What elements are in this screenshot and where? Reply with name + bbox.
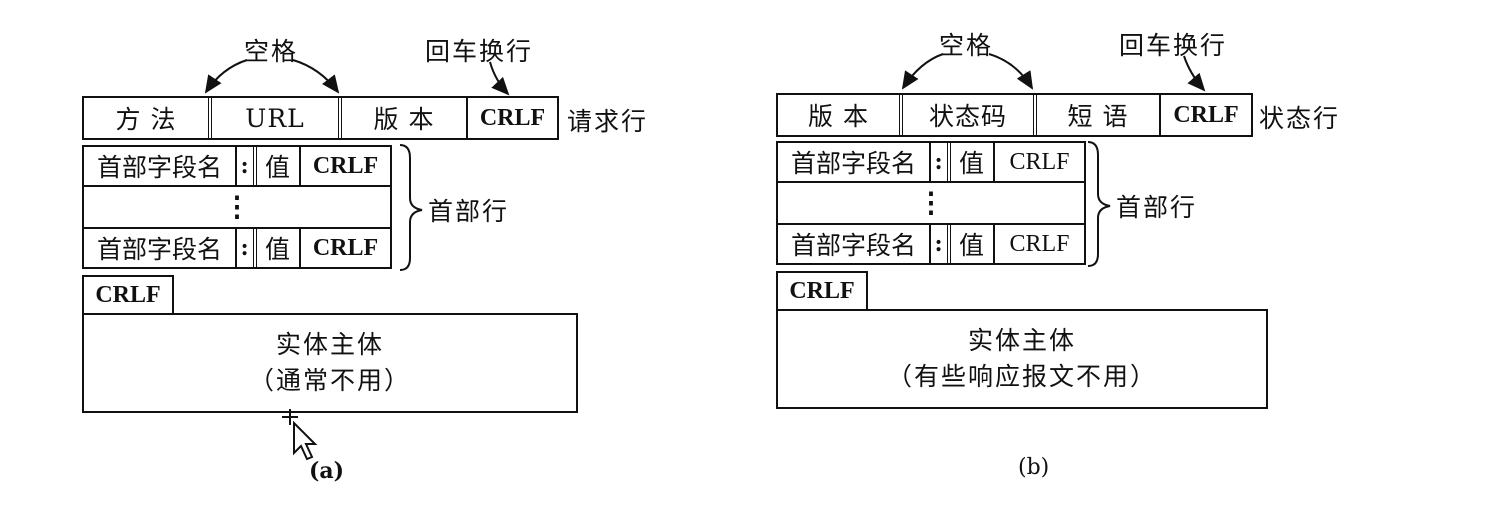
- crlf-arrow: [1183, 55, 1206, 92]
- header-crlf-cell: CRLF: [312, 152, 379, 179]
- header-line-row: 首部字段名 : 值 CRLF: [776, 141, 1086, 183]
- pointer-arrows: [204, 59, 510, 271]
- header-ellipsis-row: ⋮: [776, 181, 1086, 225]
- status-code-cell: 状态码: [903, 95, 1037, 135]
- pointer-arrows: [901, 53, 1206, 267]
- blank-line-crlf-cell: CRLF: [789, 277, 855, 304]
- header-lines-label: 首部行: [428, 197, 510, 226]
- response-message-diagram: 空格 回车换行 版 本 状态码 短 语 CRLF 状态行 首部字段名 : 值 C…: [700, 0, 1489, 507]
- mouse-pointer-icon: [282, 409, 318, 461]
- header-ellipsis-row: ⋮: [82, 185, 392, 229]
- entity-body-title: 实体主体: [275, 330, 384, 359]
- header-value-cell: 值: [951, 143, 995, 181]
- header-field-name-cell: 首部字段名: [84, 147, 237, 185]
- space-arrow-left: [204, 59, 248, 94]
- request-message-diagram: 空格 回车换行 方 法 URL 版 本 CRLF 请求行 首部字段名 : 值 C…: [0, 0, 700, 507]
- space-label: 空格: [244, 37, 299, 66]
- phrase-cell: 短 语: [1037, 95, 1161, 135]
- header-field-name-cell: 首部字段名: [778, 143, 931, 181]
- status-line-label: 状态行: [1259, 104, 1341, 133]
- vertical-ellipsis: ⋮: [917, 186, 945, 219]
- entity-body-box: 实体主体 （通常不用）: [82, 313, 578, 413]
- blank-line-row: CRLF: [776, 271, 868, 311]
- header-value-cell: 值: [951, 225, 995, 263]
- header-line-row: 首部字段名 : 值 CRLF: [82, 227, 392, 269]
- request-line-row: 方 法 URL 版 本 CRLF: [82, 96, 559, 140]
- vertical-ellipsis: ⋮: [223, 190, 251, 223]
- space-arrow-right: [988, 53, 1034, 90]
- blank-line-row: CRLF: [82, 275, 174, 315]
- header-colon-cell: :: [237, 229, 257, 267]
- status-crlf-cell: CRLF: [1173, 101, 1239, 128]
- method-cell: 方 法: [84, 98, 212, 138]
- crlf-top-label: 回车换行: [1119, 31, 1228, 60]
- entity-body-note: （通常不用）: [248, 366, 411, 395]
- header-crlf-cell: CRLF: [312, 234, 379, 261]
- header-lines-label: 首部行: [1116, 193, 1198, 222]
- caption-b: (b): [1018, 455, 1050, 480]
- crlf-arrow: [489, 61, 510, 96]
- space-arrow-left: [901, 53, 944, 90]
- version-cell: 版 本: [778, 95, 903, 135]
- url-cell: URL: [212, 98, 342, 138]
- crlf-top-label: 回车换行: [425, 37, 534, 66]
- entity-body-box: 实体主体 （有些响应报文不用）: [776, 309, 1268, 409]
- header-line-row: 首部字段名 : 值 CRLF: [82, 145, 392, 187]
- header-crlf-cell: CRLF: [1009, 230, 1070, 257]
- header-brace: [1087, 141, 1111, 267]
- status-line-row: 版 本 状态码 短 语 CRLF: [776, 93, 1253, 137]
- header-field-name-cell: 首部字段名: [84, 229, 237, 267]
- caption-a: (a): [309, 458, 345, 484]
- request-crlf-cell: CRLF: [479, 104, 546, 131]
- version-cell: 版 本: [342, 98, 468, 138]
- header-brace: [399, 144, 423, 271]
- header-colon-cell: :: [931, 143, 951, 181]
- request-line-label: 请求行: [567, 107, 649, 136]
- header-value-cell: 值: [257, 147, 301, 185]
- space-arrow-right: [292, 59, 340, 94]
- header-field-name-cell: 首部字段名: [778, 225, 931, 263]
- header-line-row: 首部字段名 : 值 CRLF: [776, 223, 1086, 265]
- header-colon-cell: :: [237, 147, 257, 185]
- entity-body-note: （有些响应报文不用）: [886, 362, 1157, 391]
- space-label: 空格: [939, 31, 994, 60]
- blank-line-crlf-cell: CRLF: [95, 281, 161, 308]
- header-value-cell: 值: [257, 229, 301, 267]
- entity-body-title: 实体主体: [967, 326, 1076, 355]
- header-crlf-cell: CRLF: [1009, 148, 1070, 175]
- header-colon-cell: :: [931, 225, 951, 263]
